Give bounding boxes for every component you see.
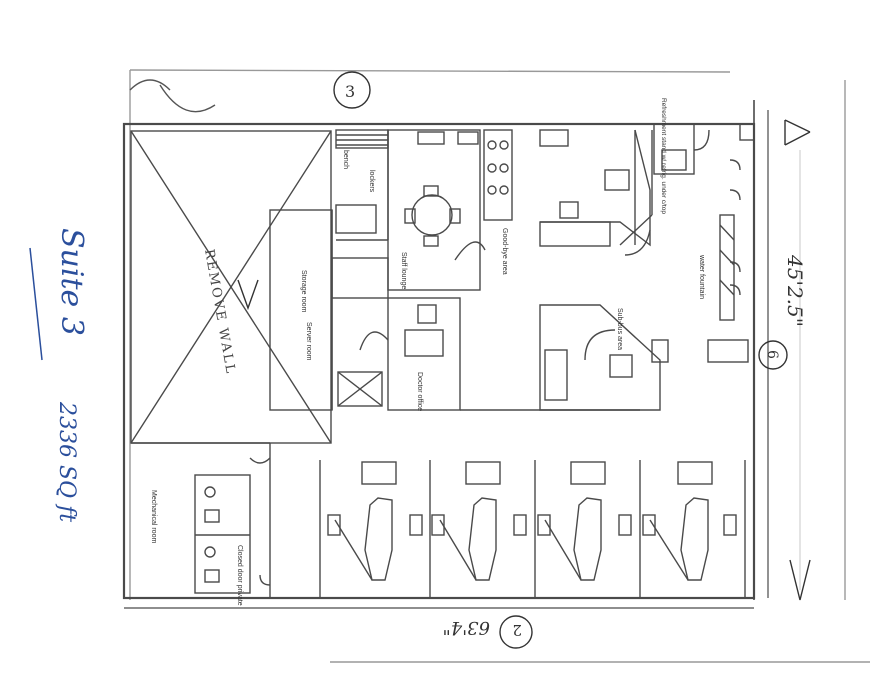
suite-label: Suite 3: [54, 228, 89, 336]
dental-chair-bay-2: [431, 461, 527, 581]
dental-chair-bay-1: [327, 461, 423, 581]
label-lockers: lockers: [368, 170, 375, 193]
server-room: [331, 257, 389, 299]
marker-bottom-circle: [499, 615, 533, 649]
label-good-bye: Good-bye area: [501, 228, 508, 275]
label-storage: Storage room: [300, 270, 307, 313]
marker-bottom: 2: [512, 621, 522, 639]
label-closed-door: Closed door private: [236, 545, 243, 606]
label-staff-lounge: Staff lounge: [400, 252, 407, 289]
water-fountain: [719, 214, 735, 321]
label-doctor: Doctor office: [416, 372, 423, 411]
length-dimension: 63'4": [442, 617, 490, 638]
lockers: [335, 204, 377, 234]
label-refreshment: Refreshment stand w/ refrig. under c/top: [660, 98, 667, 214]
refreshment-stand: [653, 123, 695, 175]
remove-wall-note: REMOVE WALL: [201, 248, 238, 376]
good-bye-column: [483, 129, 513, 221]
lounge-table: [411, 194, 453, 236]
doctor-office: [387, 297, 461, 411]
marker-right-circle: [758, 340, 788, 370]
label-mechanical: Mechanical room: [150, 490, 157, 543]
width-dimension: 45'2.5": [783, 254, 807, 327]
staff-lounge: [387, 129, 481, 291]
marker-right: 6: [764, 350, 780, 359]
marker-top-circle: [333, 71, 371, 109]
mechanical-room: [194, 474, 251, 594]
sub-bus-area: [539, 304, 661, 411]
label-water-fountain: water fountain: [698, 254, 705, 299]
reception-counter: [540, 129, 651, 247]
label-sub-bus: Sub-bus area: [616, 308, 623, 350]
dental-chair-bay-4: [642, 461, 737, 581]
dental-chair-bay-3: [537, 461, 632, 581]
label-server: Server room: [305, 322, 312, 361]
label-bench: bench: [342, 150, 349, 169]
area-label: 2336 SQ ft: [54, 401, 79, 522]
marker-top: 3: [345, 82, 355, 101]
